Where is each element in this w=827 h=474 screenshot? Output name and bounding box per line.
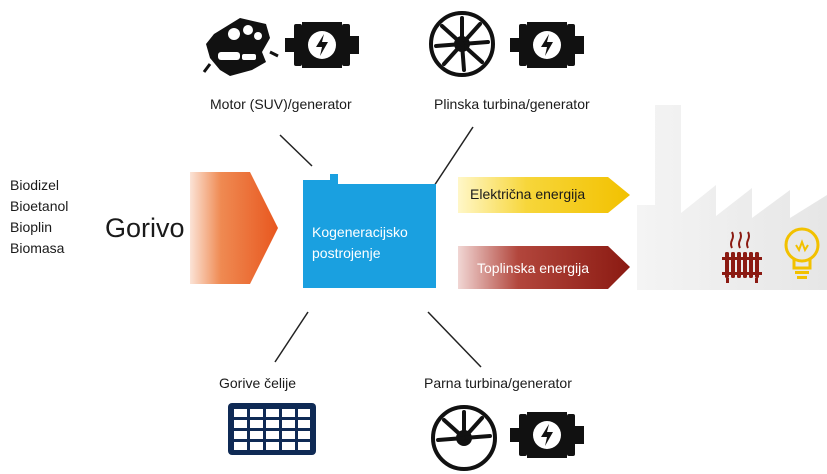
electric-energy-arrow — [458, 177, 630, 213]
turbine-icon — [429, 11, 495, 77]
turbine-icon — [431, 405, 497, 471]
fuel-cell-icon — [228, 403, 316, 455]
connector-lines — [274, 126, 482, 368]
electric-energy-label: Električna energija — [470, 186, 586, 202]
generator-icon — [510, 22, 584, 68]
steam-turbine-generator-label: Parna turbina/generator — [424, 375, 572, 391]
fuel-item-bioplin: Bioplin — [10, 219, 53, 235]
radiator-icon — [722, 231, 762, 283]
fuel-arrow — [190, 172, 278, 284]
plant-label: Kogeneracijsko postrojenje — [312, 224, 408, 261]
cogeneration-diagram: Biodizel Bioetanol Bioplin Biomasa Goriv… — [10, 11, 827, 471]
fuel-list: Biodizel Bioetanol Bioplin Biomasa — [10, 175, 68, 259]
engine-generator-label: Motor (SUV)/generator — [210, 96, 352, 112]
fuel-item-biomasa: Biomasa — [10, 240, 65, 256]
bulb-icon — [784, 227, 820, 279]
generator-icon — [285, 22, 359, 68]
factory-icon — [637, 105, 827, 290]
generator-icon — [510, 412, 584, 458]
fuel-item-bioetanol: Bioetanol — [10, 198, 69, 214]
cogeneration-plant-block — [303, 174, 436, 288]
heat-energy-label: Toplinska energija — [477, 260, 590, 276]
heat-energy-arrow — [458, 246, 630, 289]
fuel-title: Gorivo — [105, 213, 185, 243]
fuel-cells-label: Gorive čelije — [219, 375, 297, 391]
fuel-item-biodizel: Biodizel — [10, 177, 60, 193]
gas-turbine-generator-label: Plinska turbina/generator — [434, 96, 590, 112]
engine-icon — [202, 18, 279, 76]
